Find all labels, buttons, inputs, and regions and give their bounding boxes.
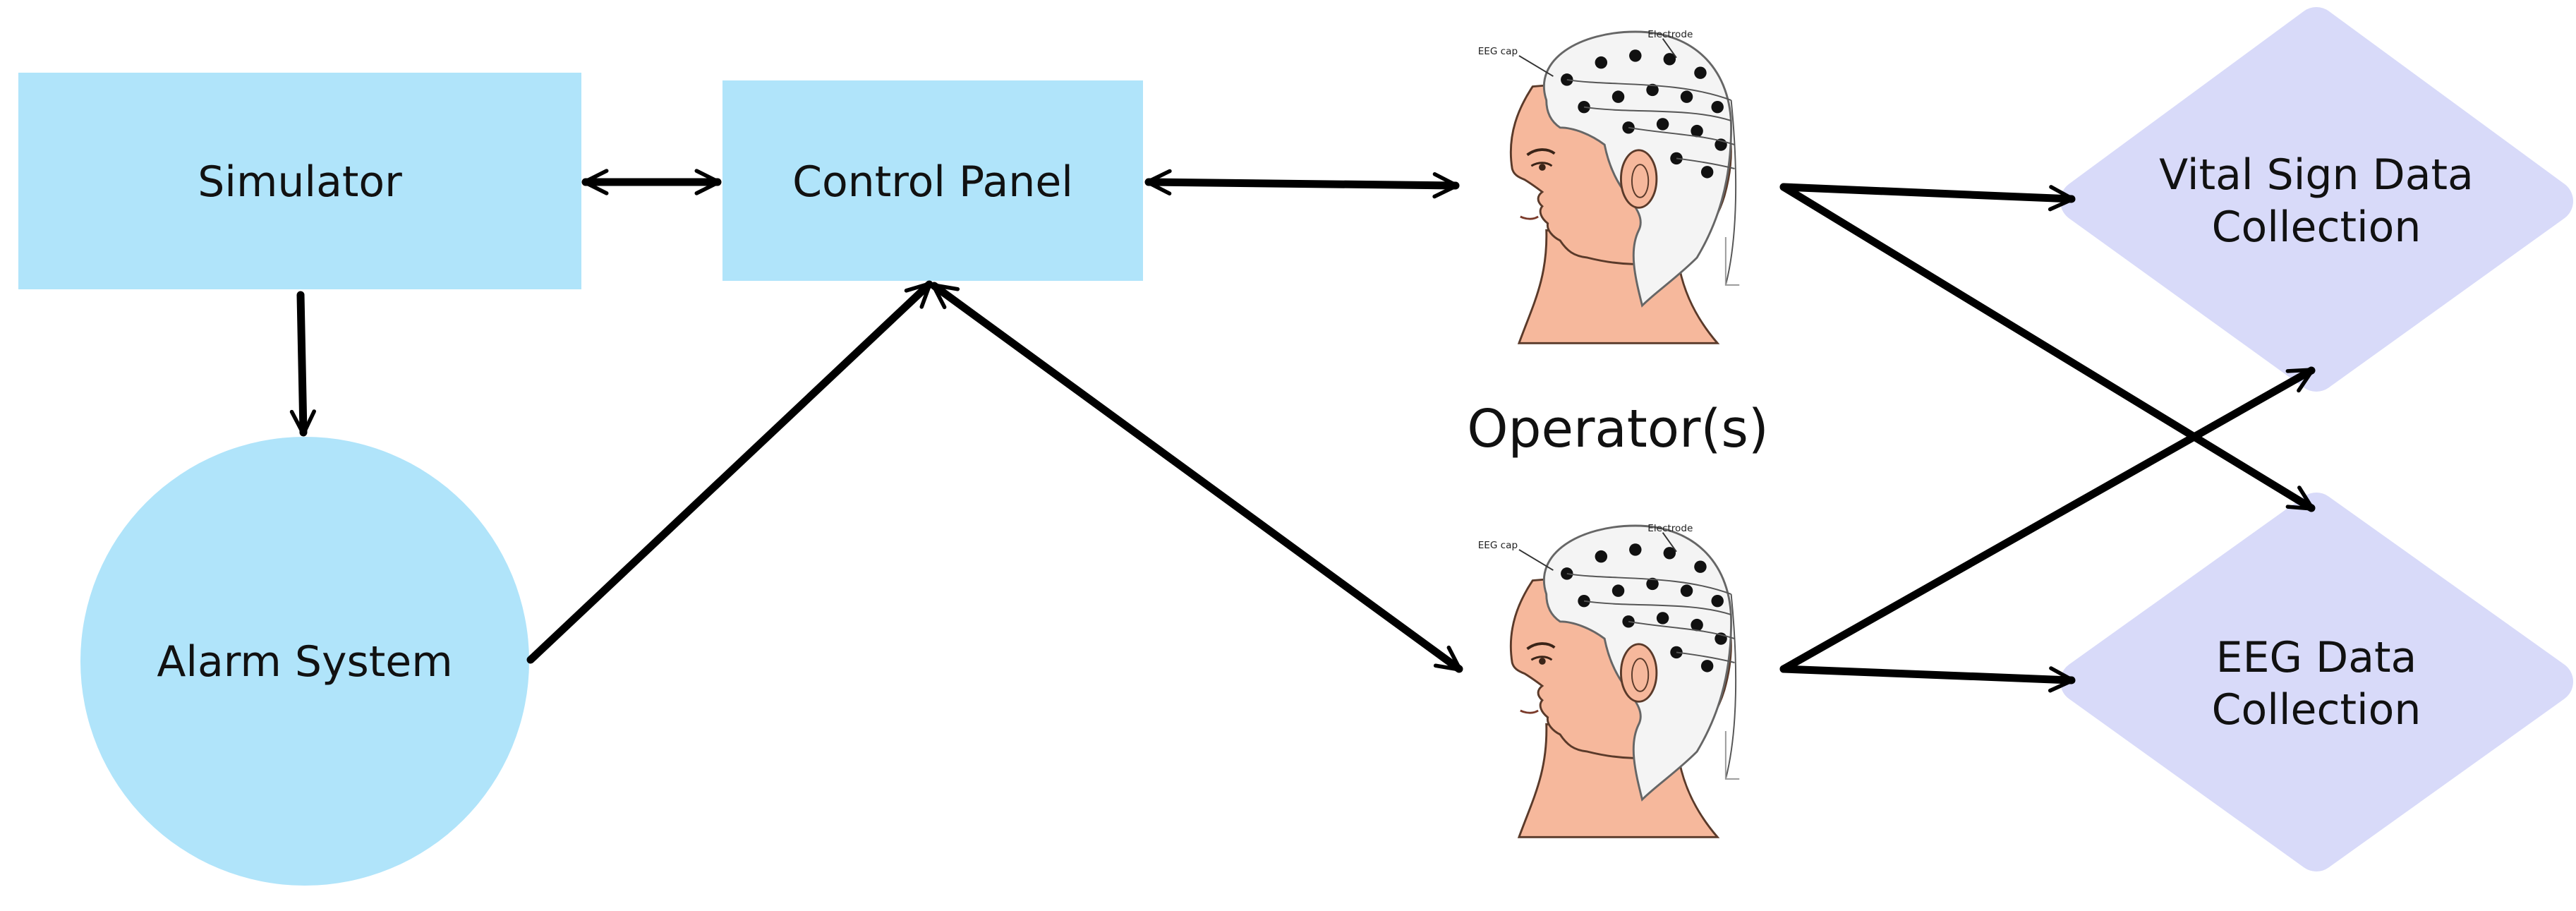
electrode-label: Electrode xyxy=(1647,523,1693,534)
electrode-label: Electrode xyxy=(1647,29,1693,40)
operator-bottom: EEG cap Electrode xyxy=(1478,523,1741,839)
edge-operator-bottom-eeg xyxy=(1779,665,2076,693)
edge-operator-bottom-vital xyxy=(1779,366,2316,673)
operator-head-icon xyxy=(1509,30,1741,345)
alarm-system-node: Alarm System xyxy=(80,437,529,886)
operator-top: EEG cap Electrode xyxy=(1478,29,1741,345)
edge-operator-top-vital xyxy=(1779,183,2076,212)
eeg-label-line2: Collection xyxy=(2212,685,2421,735)
eeg-cap-label: EEG cap xyxy=(1478,540,1518,551)
simulator-box xyxy=(18,73,581,289)
eeg-diamond xyxy=(2060,493,2573,871)
control-panel-node: Control Panel xyxy=(722,80,1143,281)
edge-control-panel-operator-top xyxy=(1144,169,1460,199)
vital-sign-label-line1: Vital Sign Data xyxy=(2159,150,2474,200)
eeg-node: EEG Data Collection xyxy=(2060,493,2573,871)
edge-simulator-alarm xyxy=(289,291,316,437)
edge-alarm-control-panel xyxy=(526,280,933,664)
alarm-system-circle xyxy=(80,437,529,886)
control-panel-box xyxy=(722,80,1143,281)
edge-operator-top-eeg xyxy=(1779,183,2316,512)
vital-sign-label-line2: Collection xyxy=(2212,203,2421,252)
simulator-node: Simulator xyxy=(18,73,581,289)
eeg-label-line1: EEG Data xyxy=(2216,633,2417,682)
operator-head-icon xyxy=(1509,524,1741,839)
eeg-cap-label: EEG cap xyxy=(1478,46,1518,57)
edge-control-panel-operator-bottom xyxy=(930,282,1463,673)
control-panel-label: Control Panel xyxy=(792,157,1073,207)
edges xyxy=(289,169,2316,693)
alarm-system-label: Alarm System xyxy=(157,637,452,687)
vital-sign-node: Vital Sign Data Collection xyxy=(2060,7,2573,392)
operators-caption: Operator(s) xyxy=(1467,399,1769,459)
simulator-label: Simulator xyxy=(198,157,402,207)
vital-sign-diamond xyxy=(2060,7,2573,392)
